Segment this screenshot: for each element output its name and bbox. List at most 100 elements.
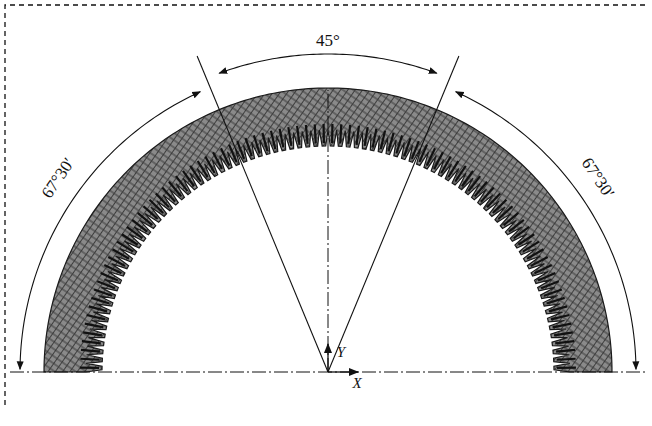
gear-tooth bbox=[306, 125, 308, 144]
gear-tooth bbox=[498, 206, 512, 219]
gear-tooth bbox=[82, 341, 101, 343]
gear-tooth bbox=[190, 166, 201, 182]
gear-tooth bbox=[112, 249, 129, 258]
gear-tooth bbox=[518, 234, 534, 245]
gear-tooth bbox=[523, 242, 539, 252]
gear-tooth bbox=[441, 156, 450, 173]
gear-tooth bbox=[509, 220, 524, 232]
gear-tooth bbox=[468, 176, 480, 191]
gear-tooth bbox=[557, 366, 576, 369]
gear-tooth bbox=[475, 182, 487, 197]
gear-tooth bbox=[541, 281, 559, 288]
gear-tooth bbox=[493, 200, 507, 213]
gear-tooth bbox=[288, 127, 291, 146]
gear-tooth bbox=[280, 129, 284, 148]
gear-tooth bbox=[551, 315, 569, 319]
gear-tooth bbox=[531, 257, 548, 266]
gear-tooth bbox=[87, 315, 105, 319]
gear-tooth bbox=[381, 131, 385, 149]
gear-tooth bbox=[205, 156, 214, 173]
gear-tooth bbox=[122, 234, 138, 245]
gear-tooth bbox=[535, 265, 552, 273]
gear-tooth bbox=[462, 171, 473, 186]
gear-tooth bbox=[340, 124, 341, 143]
gear-tooth bbox=[254, 135, 260, 153]
gear-tooth bbox=[297, 126, 299, 145]
radial-line bbox=[197, 56, 328, 372]
gear-tooth bbox=[331, 124, 334, 143]
gear-tooth bbox=[221, 148, 229, 165]
gear-tooth bbox=[481, 188, 494, 202]
gear-tooth bbox=[183, 171, 194, 186]
gear-tooth bbox=[169, 182, 181, 197]
axis-label: X bbox=[352, 376, 361, 391]
axis-arrow bbox=[328, 371, 358, 372]
gear-tooth bbox=[108, 257, 125, 266]
gear-tooth bbox=[434, 152, 443, 169]
gear-segment bbox=[44, 88, 612, 372]
gear-tooth bbox=[85, 324, 104, 328]
gear-tooth bbox=[127, 227, 142, 238]
gear-tooth bbox=[213, 152, 222, 169]
dimension-arc bbox=[219, 54, 437, 73]
gear-tooth bbox=[198, 161, 208, 177]
gear-tooth bbox=[373, 129, 377, 148]
gear-tooth bbox=[245, 138, 251, 156]
gear-tooth bbox=[322, 124, 325, 143]
gear-tooth bbox=[527, 249, 544, 258]
gear-tooth bbox=[404, 138, 410, 156]
gear-tooth bbox=[554, 332, 573, 335]
gear-tooth bbox=[94, 289, 112, 295]
frame-border bbox=[5, 5, 648, 405]
gear-tooth bbox=[83, 332, 102, 335]
gear-tooth bbox=[549, 306, 567, 311]
gear-tooth bbox=[138, 213, 153, 225]
gear-tooth bbox=[487, 194, 500, 208]
gear-tooth bbox=[455, 166, 466, 182]
gear-tooth bbox=[365, 127, 368, 146]
gear-tooth bbox=[104, 265, 121, 273]
axis-label: Y bbox=[337, 345, 345, 360]
gear-tooth bbox=[538, 273, 555, 281]
gear-tooth bbox=[156, 194, 169, 208]
angle-dimension: 67°30′ bbox=[579, 155, 618, 201]
gear-tooth bbox=[547, 298, 565, 304]
gear-tooth bbox=[101, 273, 118, 281]
gear-tooth bbox=[348, 125, 350, 144]
angle-dimension: 45° bbox=[316, 32, 340, 49]
gear-tooth bbox=[557, 359, 576, 360]
radial-line bbox=[328, 56, 459, 372]
gear-tooth bbox=[315, 124, 316, 143]
gear-body bbox=[44, 88, 612, 372]
gear-tooth bbox=[150, 200, 164, 213]
gear-tooth bbox=[396, 135, 402, 153]
gear-tooth bbox=[448, 161, 458, 177]
center-line bbox=[328, 90, 329, 372]
gear-tooth bbox=[544, 289, 562, 295]
dimension-arc bbox=[456, 92, 636, 370]
gear-tooth bbox=[514, 227, 529, 238]
gear-tooth bbox=[504, 213, 519, 225]
axis-arrow bbox=[327, 344, 328, 372]
gear-tooth bbox=[262, 133, 267, 151]
gear-tooth bbox=[357, 126, 359, 145]
gear-tooth bbox=[117, 242, 133, 252]
gear-tooth bbox=[97, 281, 115, 288]
gear-tooth bbox=[271, 131, 275, 149]
gear-tooth bbox=[80, 366, 99, 369]
gear-tooth bbox=[389, 133, 394, 151]
gear-tooth bbox=[132, 220, 147, 232]
gear-tooth bbox=[556, 350, 575, 352]
dimension-arc bbox=[20, 92, 200, 370]
angle-dimension: 67°30′ bbox=[39, 155, 78, 201]
dimension-lines bbox=[10, 54, 645, 372]
gear-tooth bbox=[427, 148, 435, 165]
gear-tooth bbox=[555, 341, 574, 343]
gear-tooth bbox=[162, 188, 175, 202]
gear-tooth bbox=[81, 350, 100, 352]
gear-tooth bbox=[80, 359, 99, 360]
gear-tooth bbox=[89, 306, 107, 311]
gear-tooth bbox=[553, 324, 572, 328]
